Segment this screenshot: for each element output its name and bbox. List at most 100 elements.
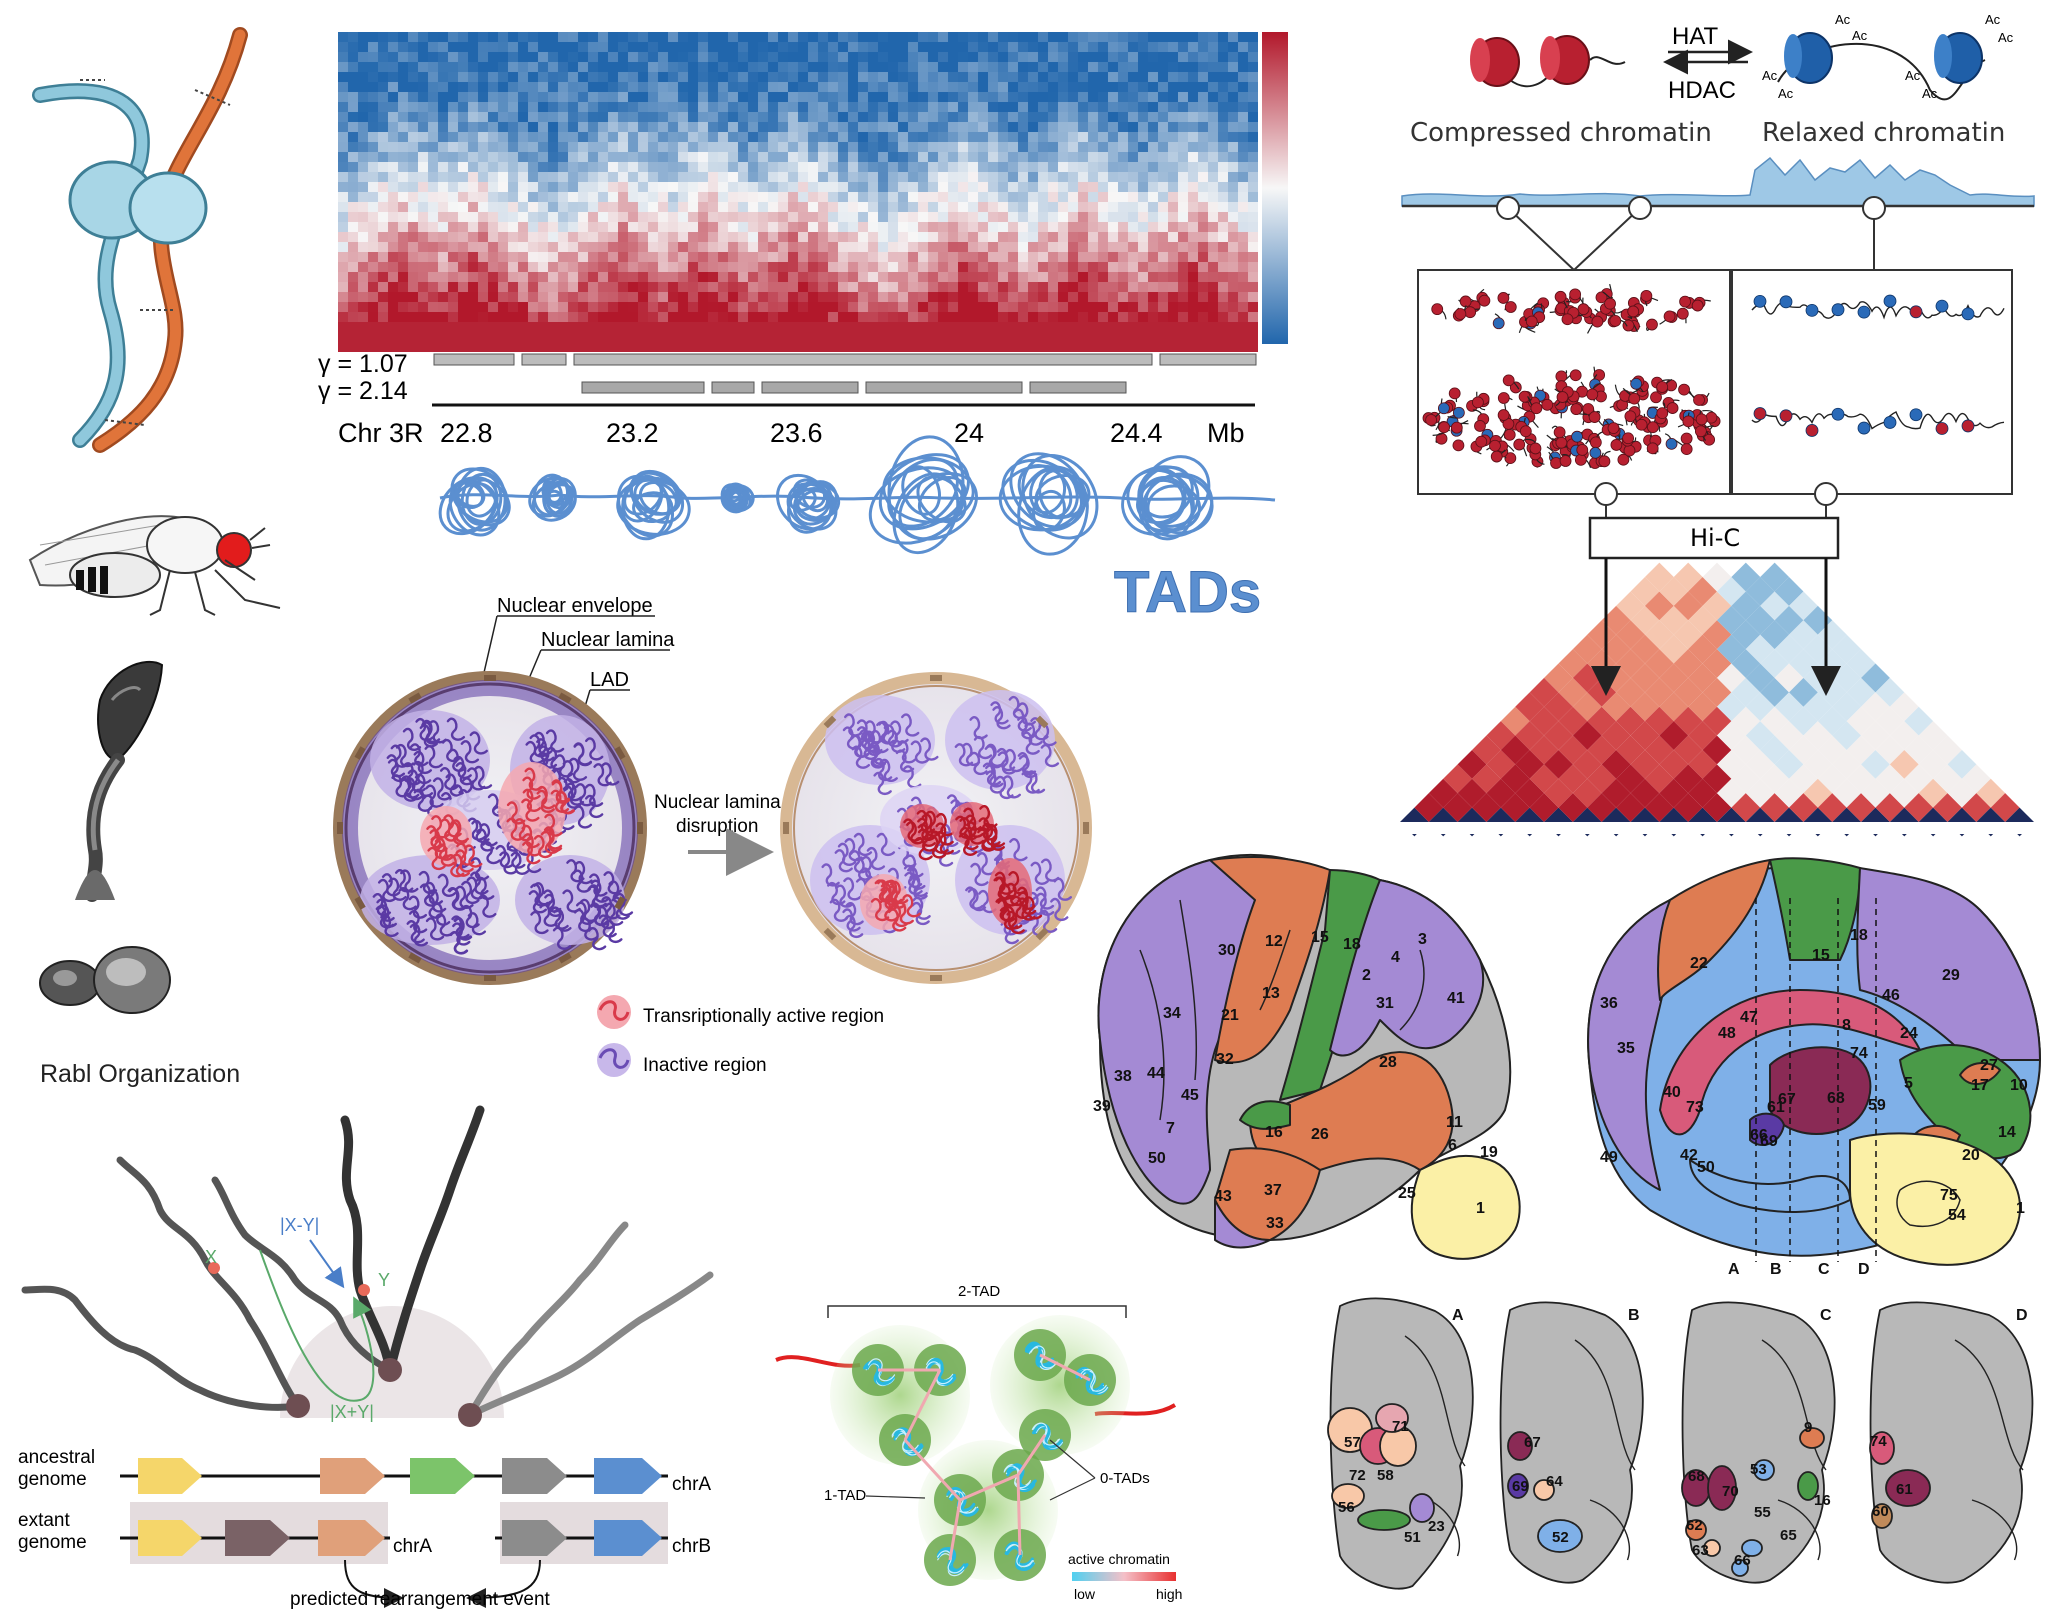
hic-cell [858,182,868,192]
hic-cell [1148,302,1158,312]
hic-cell [1208,142,1218,152]
hic-cell [1208,332,1218,342]
hic-cell [448,82,458,92]
nucleosome-bead [1475,435,1488,448]
hic-cell [798,122,808,132]
hic-cell [1058,232,1068,242]
hic-cell [1038,302,1048,312]
hic-cell [428,92,438,102]
hic-cell [928,112,938,122]
hic-cell [558,132,568,142]
hic-cell [758,202,768,212]
hic-cell [1529,764,1559,794]
hic-cell [1238,322,1248,332]
hic-cell [688,332,698,342]
hic-cell [558,62,568,72]
hic-cell [518,102,528,112]
hic-cell [838,242,848,252]
hic-cell [1048,62,1058,72]
hic-cell [388,212,398,222]
hic-cell [628,62,638,72]
hic-cell [558,82,568,92]
hic-cell [998,142,1008,152]
hic-cell [918,182,928,192]
hic-cell [988,222,998,232]
hic-cell [478,162,488,172]
hic-cell [1018,252,1028,262]
hic-cell [1218,122,1228,132]
hic-cell [608,242,618,252]
hic-cell [1601,721,1631,750]
hic-cell [358,42,368,52]
hic-cell [768,42,778,52]
hic-cell [548,232,558,242]
hic-cell [1218,242,1228,252]
hic-cell [828,292,838,302]
hic-cell [978,322,988,332]
hic-cell [638,122,648,132]
hic-cell [718,182,728,192]
hic-cell [1248,132,1258,142]
hic-cell [888,122,898,132]
hic-cell [468,122,478,132]
hic-cell [1048,72,1058,82]
hic-cell [598,242,608,252]
brain-region-label: 59 [1868,1097,1886,1114]
hic-cell [1058,242,1068,252]
hic-cell [528,122,538,132]
nucleosome-bead [1663,310,1676,323]
hic-cell [728,82,738,92]
hic-cell [878,142,888,152]
hic-cell [888,162,898,172]
hic-cell [1078,232,1088,242]
hic-cell [758,62,768,72]
hic-cell [638,302,648,312]
hic-cell [618,132,628,142]
hic-cell [1068,252,1078,262]
hic-cell [908,132,918,142]
hic-cell [1248,62,1258,72]
hic-cell [1088,172,1098,182]
hic-cell [918,242,928,252]
hic-cell [348,122,358,132]
hic-cell [1008,222,1018,232]
hic-cell [1098,332,1108,342]
hic-cell [1058,132,1068,142]
hic-cell [778,202,788,212]
hic-cell [1098,122,1108,132]
hic-cell [1248,52,1258,62]
hic-cell [1118,142,1128,152]
hic-cell [688,232,698,242]
nucleosome-bead [1478,294,1491,307]
hic-cell [1208,132,1218,142]
rearrangement-event-label: predicted rearrangement event [290,1589,551,1610]
hic-cell [1068,202,1078,212]
hic-cell [728,322,738,332]
hic-cell [838,172,848,182]
hic-cell [528,42,538,52]
hic-cell [618,202,628,212]
hic-cell [678,252,688,262]
hic-cell [1048,52,1058,62]
hic-cell [738,62,748,72]
hic-cell [1108,232,1118,242]
hic-cell [708,312,718,322]
hic-cell [548,42,558,52]
hic-cell [618,192,628,202]
hic-cell [448,302,458,312]
hic-cell [398,152,408,162]
hic-cell [1048,312,1058,322]
hic-cell [728,52,738,62]
hic-cell [538,62,548,72]
hic-cell [698,82,708,92]
hic-cell [418,52,428,62]
hic-cell [858,132,868,142]
plant-sprout-icon [75,660,164,902]
hic-cell [548,252,558,262]
hic-cell [1058,122,1068,132]
hic-cell [958,202,968,212]
hic-cell [998,112,1008,122]
hic-cell [378,272,388,282]
hic-cell [1118,172,1128,182]
